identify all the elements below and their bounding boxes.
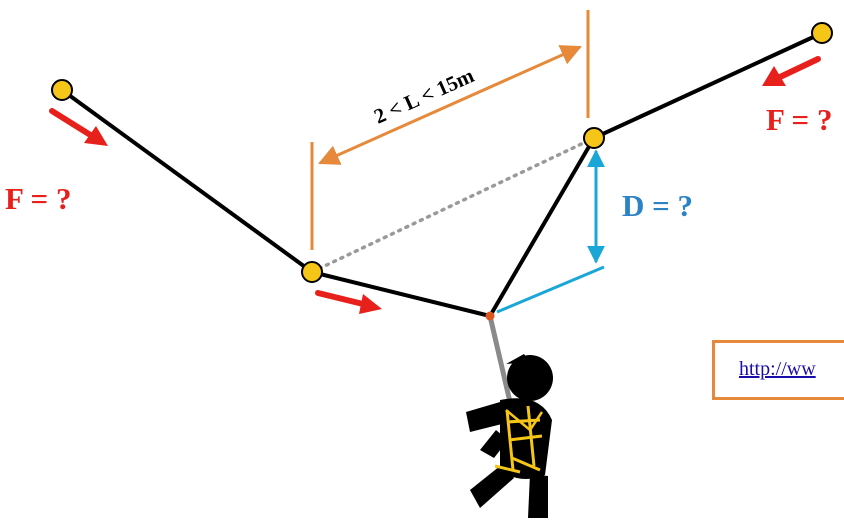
deflection-label: D = ? (622, 188, 693, 223)
anchor-point-end-left (51, 79, 73, 101)
deflection-dimension: D = ? (496, 149, 693, 314)
force-arrow-right (762, 56, 821, 86)
span-dimension-arrow (318, 45, 582, 165)
force-arrow-middle (315, 290, 382, 314)
chord-dotted-line (310, 136, 596, 274)
lanyard (487, 315, 513, 403)
worker-figure-icon (466, 354, 553, 518)
force-arrow-left (49, 108, 108, 146)
deflection-baseline (496, 265, 605, 314)
attachment-point (485, 311, 495, 321)
website-link[interactable]: http://ww (739, 358, 816, 380)
url-box: http://ww (712, 340, 844, 400)
span-dimension: 2 < L < 15m (310, 10, 590, 250)
force-label-right: F = ? (766, 102, 832, 137)
anchor-point-intermediate-left (301, 261, 323, 283)
force-label-left: F = ? (5, 181, 71, 216)
span-length-label: 2 < L < 15m (370, 63, 478, 129)
anchor-point-end-right (811, 22, 833, 44)
anchor-point-intermediate-right (583, 127, 605, 149)
